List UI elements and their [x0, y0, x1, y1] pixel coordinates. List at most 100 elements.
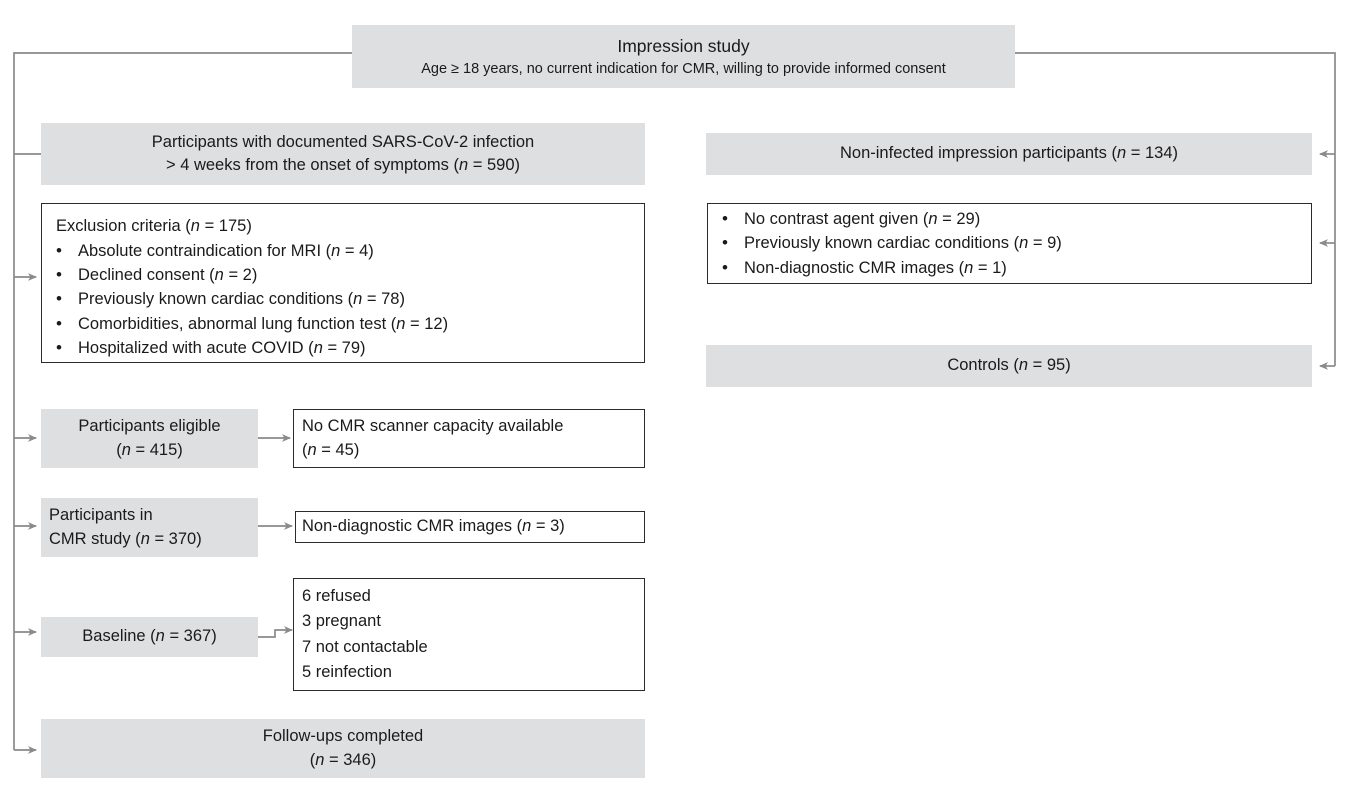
list-item: Hospitalized with acute COVID (n = 79) [42, 335, 448, 361]
exclusion-item-4-n: n [313, 339, 323, 358]
in-cmr-study-line-2: CMR study (n = 370) [49, 528, 202, 551]
non-infected-n: n [1116, 144, 1127, 163]
exclusion-header-post: = 175) [199, 217, 252, 236]
box-non-infected-participants: Non-infected impression participants (n … [706, 133, 1312, 175]
box-controls: Controls (n = 95) [706, 345, 1312, 387]
nondiagnostic-n: n [522, 517, 532, 536]
box-participants-in-cmr-study: Participants in CMR study (n = 370) [41, 498, 258, 557]
non-infected-post: = 134) [1126, 144, 1178, 163]
nondiagnostic-text: Non-diagnostic CMR images (n = 3) [302, 515, 565, 538]
box-nondiagnostic-cmr-images: Non-diagnostic CMR images (n = 3) [295, 511, 645, 543]
list-item: 7 not contactable [302, 637, 428, 656]
right-exclusion-item-0-text: No contrast agent given ( [744, 209, 929, 228]
followups-line-1: Follow-ups completed [262, 727, 424, 746]
box-followups-completed: Follow-ups completed (n = 346) [41, 719, 645, 778]
right-exclusion-list: No contrast agent given (n = 29) Previou… [708, 206, 1062, 281]
list-item: Declined consent (n = 2) [42, 262, 448, 288]
exclusion-item-3-n: n [396, 314, 406, 333]
infected-line-2-n: n [458, 156, 469, 174]
impression-study-subtitle: Age ≥ 18 years, no current indication fo… [421, 60, 946, 77]
right-exclusion-item-2-n: n [964, 258, 974, 277]
no-capacity-line-2-n: n [307, 440, 317, 459]
eligible-line-2: (n = 415) [116, 439, 183, 462]
list-item: No contrast agent given (n = 29) [708, 206, 1062, 232]
controls-text: Controls (n = 95) [947, 354, 1070, 377]
box-infected-participants: Participants with documented SARS-CoV-2 … [41, 123, 645, 185]
infected-line-1: Participants with documented SARS-CoV-2 … [151, 132, 535, 151]
right-exclusion-item-2-text: Non-diagnostic CMR images ( [744, 258, 965, 277]
box-no-cmr-capacity: No CMR scanner capacity available (n = 4… [293, 409, 645, 468]
in-cmr-study-line-2-pre: CMR study ( [49, 529, 141, 548]
infected-line-2-pre: > 4 weeks from the onset of symptoms ( [165, 156, 459, 174]
exclusion-item-2-value: = 78) [362, 290, 405, 309]
exclusion-item-3-text: Comorbidities, abnormal lung function te… [78, 314, 397, 333]
box-exclusion-criteria: Exclusion criteria (n = 175) Absolute co… [41, 203, 645, 363]
nondiagnostic-post: = 3) [531, 517, 565, 536]
controls-pre: Controls ( [947, 356, 1019, 375]
exclusion-item-0-text: Absolute contraindication for MRI ( [78, 241, 332, 260]
box-dropouts: 6 refused 3 pregnant 7 not contactable 5… [293, 578, 645, 691]
list-item: 6 refused [302, 587, 371, 606]
box-impression-study: Impression study Age ≥ 18 years, no curr… [352, 25, 1015, 88]
nondiagnostic-pre: Non-diagnostic CMR images ( [302, 517, 523, 536]
baseline-text: Baseline (n = 367) [82, 625, 216, 648]
list-item: Absolute contraindication for MRI (n = 4… [42, 238, 448, 264]
right-exclusion-item-1-n: n [1019, 234, 1029, 253]
infected-line-2: > 4 weeks from the onset of symptoms (n … [166, 154, 520, 177]
followups-line-2-post: = 346) [324, 750, 377, 769]
baseline-pre: Baseline ( [82, 627, 156, 646]
box-baseline: Baseline (n = 367) [41, 617, 258, 657]
list-item: Previously known cardiac conditions (n =… [42, 286, 448, 312]
in-cmr-study-line-2-n: n [140, 529, 150, 548]
no-capacity-line-2-pre: ( [302, 440, 308, 459]
exclusion-criteria-list: Absolute contraindication for MRI (n = 4… [42, 238, 449, 361]
exclusion-item-4-text: Hospitalized with acute COVID ( [78, 339, 314, 358]
followups-line-2-pre: ( [309, 750, 316, 769]
eligible-line-2-pre: ( [116, 440, 122, 459]
right-exclusion-item-1-value: = 9) [1028, 234, 1062, 253]
impression-study-title: Impression study [617, 36, 750, 57]
non-infected-text: Non-infected impression participants (n … [840, 142, 1178, 165]
eligible-line-1: Participants eligible [78, 417, 221, 436]
exclusion-header: Exclusion criteria (n = 175) [42, 215, 252, 238]
no-capacity-line-2: (n = 45) [302, 439, 359, 462]
exclusion-item-4-value: = 79) [322, 339, 366, 358]
exclusion-item-0-n: n [331, 241, 341, 260]
exclusion-item-1-text: Declined consent ( [78, 265, 215, 284]
box-right-exclusion-criteria: No contrast agent given (n = 29) Previou… [707, 203, 1312, 284]
exclusion-item-0-value: = 4) [340, 241, 374, 260]
exclusion-item-2-text: Previously known cardiac conditions ( [78, 290, 354, 309]
exclusion-item-1-n: n [214, 265, 224, 284]
baseline-n: n [155, 627, 165, 646]
eligible-line-2-post: = 415) [130, 440, 183, 459]
controls-post: = 95) [1028, 356, 1071, 375]
right-exclusion-item-0-value: = 29) [937, 209, 981, 228]
eligible-line-2-n: n [121, 440, 131, 459]
list-item: 3 pregnant [302, 612, 381, 631]
list-item: Previously known cardiac conditions (n =… [708, 230, 1062, 256]
exclusion-item-2-n: n [353, 290, 363, 309]
followups-line-2: (n = 346) [310, 749, 377, 772]
exclusion-item-1-value: = 2) [223, 265, 258, 284]
followups-line-2-n: n [315, 750, 325, 769]
exclusion-header-n: n [190, 217, 200, 236]
non-infected-pre: Non-infected impression participants ( [840, 144, 1117, 163]
right-exclusion-item-1-text: Previously known cardiac conditions ( [744, 234, 1020, 253]
no-capacity-line-1: No CMR scanner capacity available [302, 417, 564, 436]
infected-line-2-post: = 590) [468, 156, 521, 174]
list-item: Non-diagnostic CMR images (n = 1) [708, 255, 1062, 281]
right-exclusion-item-0-n: n [928, 209, 938, 228]
right-exclusion-item-2-value: = 1) [973, 258, 1007, 277]
controls-n: n [1018, 356, 1029, 375]
dropouts-list: 6 refused 3 pregnant 7 not contactable 5… [302, 584, 428, 684]
box-participants-eligible: Participants eligible (n = 415) [41, 409, 258, 468]
no-capacity-line-2-post: = 45) [316, 440, 360, 459]
in-cmr-study-line-1: Participants in [49, 506, 153, 525]
list-item: 5 reinfection [302, 662, 392, 681]
list-item: Comorbidities, abnormal lung function te… [42, 311, 449, 337]
exclusion-item-3-value: = 12) [405, 314, 449, 333]
baseline-post: = 367) [164, 627, 217, 646]
in-cmr-study-line-2-post: = 370) [149, 529, 202, 548]
